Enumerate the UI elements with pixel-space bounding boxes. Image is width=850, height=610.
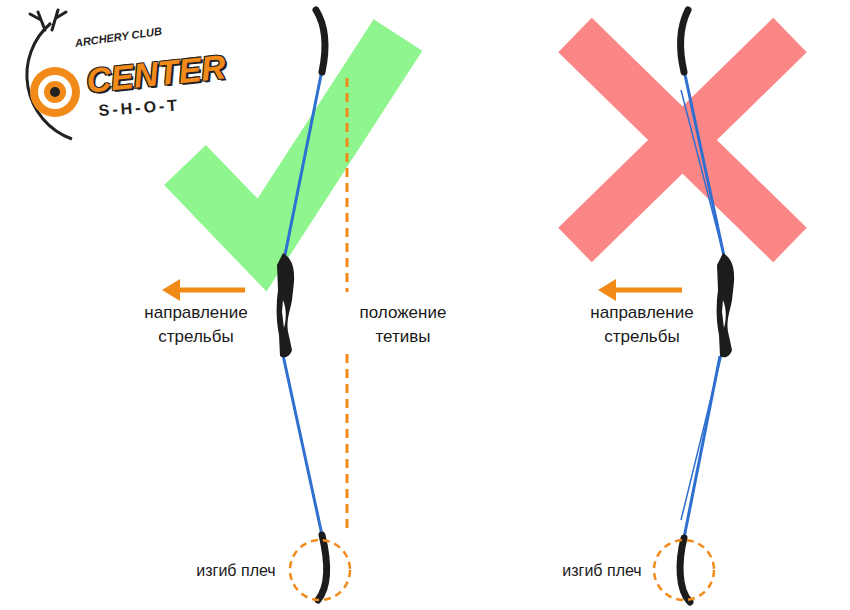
logo-target	[30, 67, 80, 117]
limb-tip	[316, 10, 325, 72]
direction-label: направление стрельбы	[582, 301, 702, 349]
limb-tip	[681, 10, 688, 72]
logo-target-ring	[44, 81, 66, 103]
correct-bow	[277, 10, 327, 600]
arrow-head	[598, 279, 616, 301]
logo-antlers	[30, 10, 66, 30]
arrow-head	[162, 279, 180, 301]
limb-tip	[680, 538, 690, 602]
direction-arrow	[614, 288, 682, 293]
limb-tip	[318, 535, 327, 600]
direction-arrow	[178, 288, 245, 293]
riser-window	[282, 300, 286, 328]
string-position-line	[346, 78, 349, 528]
bend-highlight	[290, 540, 350, 600]
bow-riser	[277, 253, 295, 357]
string-label: положение тетивы	[342, 301, 464, 349]
logo-club-text: ARCHERY CLUB	[74, 19, 195, 51]
logo-target-ring	[38, 75, 72, 109]
logo-target-center	[50, 87, 60, 97]
bend-label: изгиб плеч	[552, 560, 652, 582]
bend-label: изгиб плеч	[186, 560, 286, 582]
logo-title: CENTER	[84, 40, 258, 105]
bow-riser	[717, 253, 735, 357]
bend-highlight	[654, 540, 714, 600]
riser-window	[722, 300, 726, 328]
direction-label: направление стрельбы	[136, 301, 256, 349]
